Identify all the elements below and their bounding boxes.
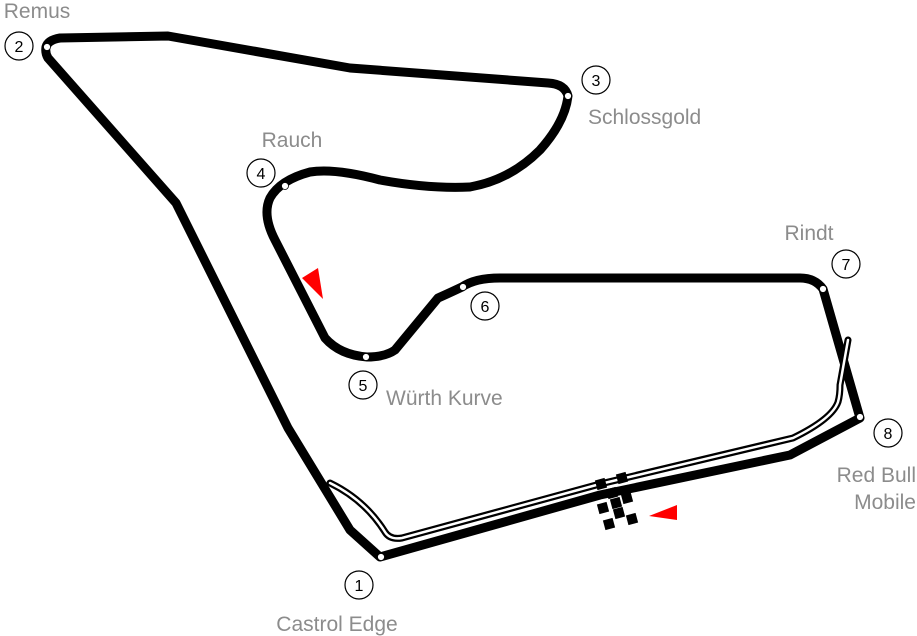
direction-arrow [302,268,323,299]
corner-label-line-1: Red Bull [837,464,916,487]
corner-number: 5 [359,378,368,395]
corner-2: 2 Remus [4,0,71,61]
corner-label: Remus [4,0,71,23]
corner-label: Schlossgold [588,106,701,129]
corner-8: 8 Red Bull Mobile [837,418,916,514]
corner-3: 3 Schlossgold [581,65,701,129]
corner-number: 2 [15,39,24,56]
corner-number: 1 [355,578,364,595]
corner-number: 7 [842,257,851,274]
corner-number: 4 [257,166,266,183]
corner-label-line-2: Mobile [854,491,916,514]
corner-label: Rindt [784,222,833,245]
corner-number: 8 [884,426,893,443]
corner-7: 7 Rindt [784,222,861,279]
corner-6: 6 [470,291,500,321]
corner-number: 6 [481,299,490,316]
main-track [41,31,865,562]
pit-lane-inner [328,338,850,540]
corner-number: 3 [592,73,601,90]
pit-lane-outer [326,336,852,542]
corner-label: Würth Kurve [386,387,503,410]
corner-1: 1 Castrol Edge [276,570,398,636]
corner-4: 4 Rauch [246,129,323,188]
start-finish-line [594,471,639,531]
corner-5: 5 Würth Kurve [348,370,503,410]
corner-label: Rauch [262,129,323,152]
direction-arrow [649,505,677,520]
corner-label: Castrol Edge [276,613,397,636]
apex-markers [43,43,864,561]
